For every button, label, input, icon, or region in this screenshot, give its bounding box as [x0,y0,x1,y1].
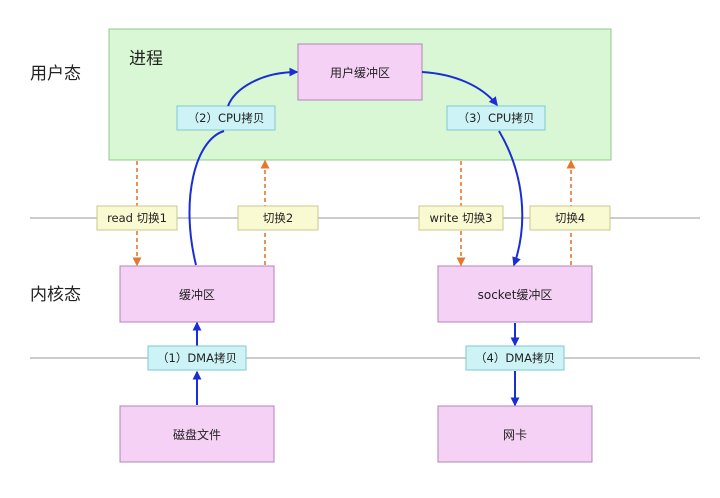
switch-4-label: 切换4 [555,211,585,225]
cpu-copy-3-label: （3）CPU拷贝 [458,111,535,125]
socket-buffer-label: socket缓冲区 [478,287,553,302]
to-user-buffer-arrow [227,67,299,107]
user-buffer-box [297,43,423,101]
user-space-label: 用户态 [30,64,81,84]
cpu-copy-2-tag [176,105,276,131]
process-title: 进程 [129,49,163,69]
dma-copy-4-label: （4）DMA拷贝 [475,351,555,365]
switch-4-tag [529,205,611,231]
switch-3-tag [418,205,504,231]
socket-buffer-box [437,265,593,323]
cpu-copy-2-arrow [188,130,225,266]
dma-copy-1-label: （1）DMA拷贝 [157,351,237,365]
switch-2-label: 切换2 [263,211,293,225]
dma-copy-4-tag [465,345,565,371]
dma-copy-1-tag [147,345,247,371]
cpu-copy-3-tag [446,105,546,131]
disk-file-box [119,405,275,463]
cpu-copy-3-arrow [498,130,524,267]
nic-label: 网卡 [503,428,527,442]
user-buffer-label: 用户缓冲区 [330,65,390,80]
cpu-copy-2-label: （2）CPU拷贝 [188,111,265,125]
switch-1-tag [96,205,178,231]
kernel-buffer-box [119,265,275,323]
switch-2-tag [237,205,319,231]
switch-3-label: write 切换3 [430,211,493,225]
kernel-buffer-label: 缓冲区 [179,287,215,302]
disk-file-label: 磁盘文件 [173,427,221,442]
kernel-space-label: 内核态 [30,285,81,305]
from-user-buffer-arrow [421,71,498,107]
nic-box [437,405,593,463]
switch-1-label: read 切换1 [107,211,167,225]
